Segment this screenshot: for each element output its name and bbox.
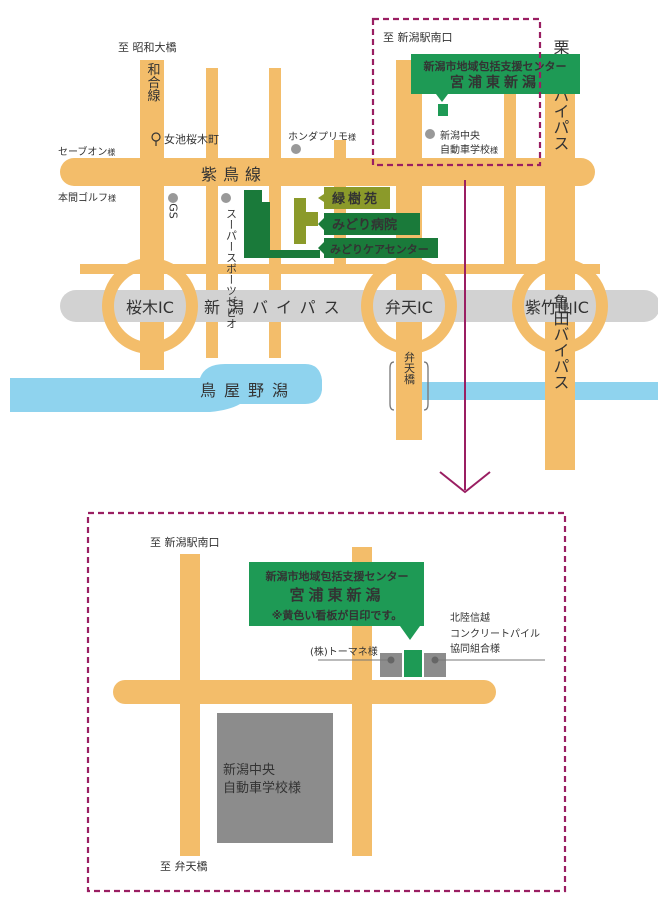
- road-wago-line: [140, 60, 164, 370]
- road-v2: [206, 68, 218, 358]
- neighbor-tomane: (株)トーマネ様: [310, 645, 378, 658]
- neighbor-hokuriku-dot: [431, 656, 439, 664]
- facility-midori-hospital: みどり病院: [332, 217, 397, 233]
- landmark-megaike-pin: [151, 132, 161, 146]
- center-sign-bottom-line1: 新潟市地域包括支援センター: [266, 569, 409, 583]
- center-sign-bottom-line2: 宮浦東新潟: [289, 586, 384, 604]
- facility-care-box: [324, 238, 438, 258]
- label-ic-sakuragi: 桜木IC: [126, 298, 174, 317]
- building-tomane: [380, 653, 402, 677]
- highlight-box-top: [371, 17, 542, 167]
- lake-right: [420, 382, 658, 400]
- facility-hospital-box: [324, 213, 420, 235]
- label-shicho-line: 紫鳥線: [201, 165, 267, 184]
- neighbor-hokuriku-1: 北陸信越: [450, 611, 490, 624]
- landmark-school-2: 自動車学校様: [440, 143, 498, 156]
- landmark-gs: GS: [167, 203, 180, 219]
- road-h-under: [80, 264, 600, 274]
- building-hokuriku: [424, 653, 446, 677]
- bridge-bracket-right: [423, 361, 429, 411]
- label-ic-shichikuyama: 紫竹山IC: [525, 298, 589, 317]
- bottom-direction-bottom: 至 弁天橋: [160, 859, 208, 873]
- facility-pointer-2: [318, 218, 324, 230]
- facility-ryokujuen-box: [324, 187, 390, 209]
- building-center: [404, 650, 422, 677]
- highlight-box-bottom: [86, 511, 567, 893]
- building-ryokujuen: [294, 198, 318, 244]
- center-sign-top-pointer: [436, 94, 448, 102]
- direction-niigata-station: 至 新潟駅南口: [383, 30, 453, 44]
- building-care: [270, 250, 320, 258]
- landmark-zebio: スーパースポーツゼビオ: [225, 208, 238, 329]
- landmark-honda-primo: ホンダプリモ様: [288, 130, 356, 143]
- bridge-bracket-left: [389, 361, 395, 411]
- center-sign-bottom-pointer: [400, 626, 420, 640]
- landmark-saveon: セーブオン様: [58, 145, 115, 158]
- label-niigata-bypass: 新潟バイパス: [204, 298, 348, 317]
- top-map: 至 昭和大橋 至 新潟駅南口 和合線 セーブオン様 女池桜木町 ホンダプリモ様 …: [10, 17, 658, 494]
- building-driving-school: [217, 713, 333, 843]
- road-v3: [269, 68, 281, 358]
- ic-shichikuyama-ring: [512, 258, 608, 354]
- facility-ryokujuen: 緑樹苑: [332, 191, 380, 207]
- center-sign-bottom-note: ※黄色い看板が目印です。: [272, 608, 403, 622]
- school-label-2: 自動車学校様: [223, 780, 301, 796]
- landmark-gs-dot: [168, 193, 178, 203]
- center-marker-top: [438, 104, 448, 116]
- center-sign-bottom: [249, 562, 424, 626]
- landmark-honma-golf: 本間ゴルフ様: [58, 191, 116, 204]
- landmark-megaike: 女池桜木町: [164, 132, 219, 146]
- center-sign-top-line1: 新潟市地域包括支援センター: [424, 59, 567, 73]
- facility-pointer-1: [318, 194, 324, 202]
- label-wago-line: 和合線: [145, 63, 161, 102]
- landmark-zebio-dot: [221, 193, 231, 203]
- label-benten-bridge: 弁天橋: [403, 350, 416, 385]
- label-ic-benten: 弁天IC: [385, 298, 433, 317]
- direction-showa-ohashi: 至 昭和大橋: [118, 40, 177, 54]
- neighbor-hokuriku-3: 協同組合様: [450, 642, 500, 655]
- facility-midori-care: みどりケアセンター: [330, 243, 429, 256]
- zoom-arrow-head: [439, 471, 491, 494]
- ic-sakuragi-ring: [102, 258, 198, 354]
- school-label-1: 新潟中央: [223, 762, 275, 778]
- facility-pointer-3: [318, 242, 324, 254]
- center-sign-top: [411, 54, 580, 94]
- label-lake: 鳥屋野潟: [200, 381, 296, 400]
- bottom-road-left: [180, 554, 200, 856]
- neighbor-hokuriku-2: コンクリートパイル: [450, 628, 540, 640]
- bottom-map: 至 新潟駅南口 至 弁天橋 新潟市地域包括支援センター 宮浦東新潟 ※黄色い看板…: [86, 511, 567, 893]
- landmark-honda-dot: [291, 144, 301, 154]
- lake-toyano: [10, 364, 322, 412]
- bottom-direction-top: 至 新潟駅南口: [150, 535, 220, 549]
- bottom-road-horizontal: [113, 680, 496, 704]
- road-niigata-bypass: [60, 290, 658, 322]
- road-shicho-line: [60, 158, 595, 186]
- label-kameda-bypass: 亀田バイパス: [551, 294, 570, 390]
- ic-benten-ring: [361, 258, 457, 354]
- neighbor-tomane-dot: [387, 656, 395, 664]
- landmark-school-dot: [425, 129, 435, 139]
- building-midori-hospital: [244, 190, 270, 258]
- landmark-school-1: 新潟中央: [440, 129, 480, 142]
- center-sign-top-line2: 宮浦東新潟: [450, 74, 540, 91]
